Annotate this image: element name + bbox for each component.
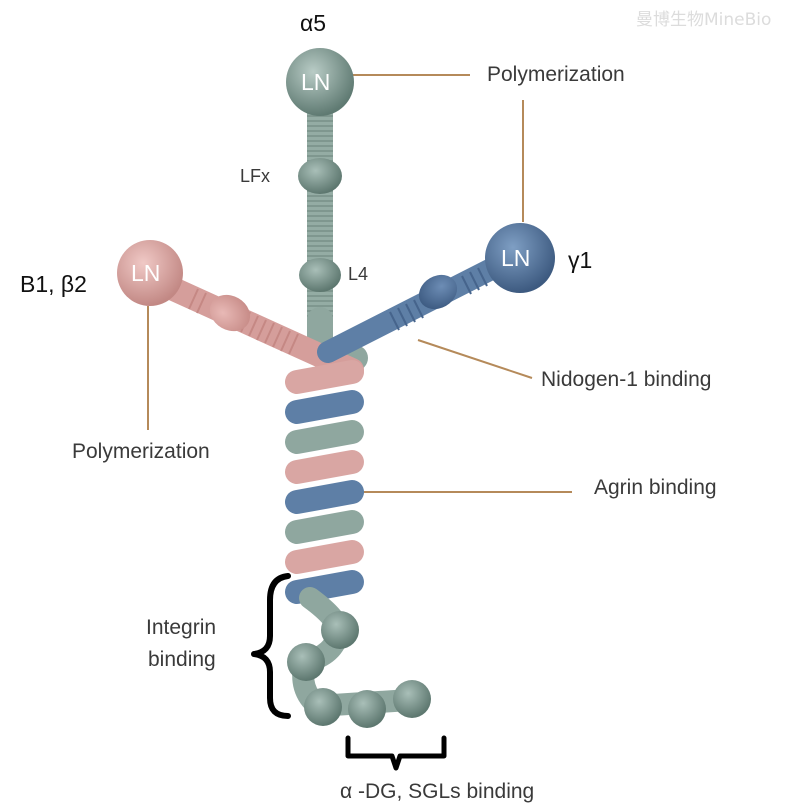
l4-domain: [299, 258, 341, 292]
beta-l4-domain: [209, 294, 251, 332]
agrin-label: Agrin binding: [594, 476, 717, 499]
gamma1-label: γ1: [568, 247, 593, 273]
beta-ln-domain: [117, 240, 183, 306]
gamma-ln-domain: [485, 223, 555, 293]
l4-label: L4: [348, 264, 369, 284]
watermark: 曼博生物MineBio: [636, 10, 772, 30]
leader-lines: [147, 74, 572, 493]
gamma-chain-arm: [317, 246, 526, 363]
beta-chain-label: B1, β2: [20, 271, 87, 297]
lfx-domain: [298, 158, 342, 194]
g-domain-2: [287, 643, 325, 681]
gamma-ln-label: LN: [501, 245, 531, 271]
gamma-l4-domain: [418, 274, 458, 310]
g-domain-4: [348, 690, 386, 728]
coiled-coil: [285, 360, 364, 604]
polymerization-top-label: Polymerization: [487, 63, 625, 86]
alpha-chain-arm: [307, 100, 368, 371]
integrin-label-line2: binding: [148, 648, 216, 671]
lfx-label: LFx: [240, 166, 271, 186]
dg-label: α -DG, SGLs binding: [340, 780, 535, 803]
polymerization-left-label: Polymerization: [72, 440, 210, 463]
nidogen-label: Nidogen-1 binding: [541, 368, 712, 391]
g-domain-5: [393, 680, 431, 718]
alpha5-label: α5: [300, 10, 327, 36]
g-domain-3: [304, 688, 342, 726]
leader-nidogen: [417, 339, 533, 379]
integrin-bracket: [251, 573, 291, 719]
alpha-ln-label: LN: [301, 69, 331, 95]
integrin-label-line1: Integrin: [146, 616, 217, 639]
beta-ln-label: LN: [131, 260, 161, 286]
dg-bracket: [345, 735, 447, 771]
alpha-ln-domain: [286, 48, 354, 116]
g-domain-1: [321, 611, 359, 649]
alpha-chain-tail: [287, 587, 431, 728]
